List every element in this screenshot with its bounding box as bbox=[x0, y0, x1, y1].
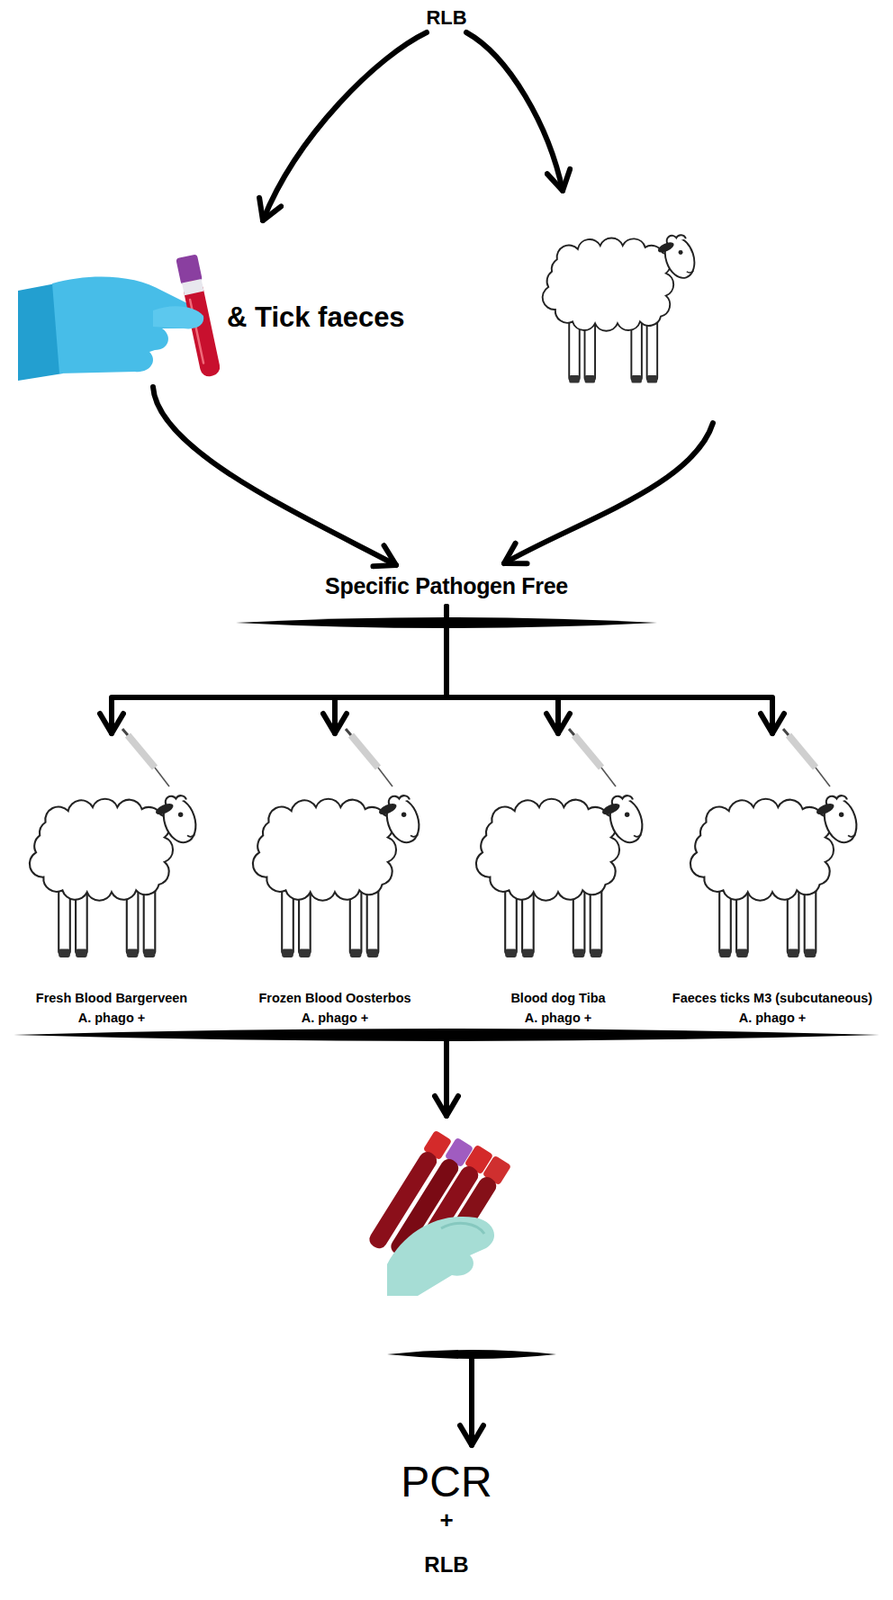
text-node: RLB bbox=[401, 3, 492, 33]
blood-tubes-hand bbox=[365, 1130, 512, 1297]
node-text: Frozen Blood Oosterbos bbox=[258, 988, 411, 1009]
blood-tube-hand bbox=[18, 253, 223, 381]
syringe bbox=[783, 729, 830, 787]
syringe bbox=[568, 729, 616, 787]
node-text: PCR bbox=[400, 1458, 492, 1507]
sheep-illustration bbox=[476, 793, 649, 957]
sheep-illustration bbox=[690, 793, 863, 957]
syringe-needle bbox=[601, 767, 616, 787]
syringe-plunger bbox=[345, 729, 352, 736]
connector bbox=[153, 387, 397, 566]
node-text: A. phago + bbox=[78, 1008, 146, 1029]
connector-line bbox=[111, 606, 447, 734]
syringe-barrel bbox=[574, 735, 602, 768]
sheep-node: Frozen Blood OosterbosA. phago + bbox=[226, 733, 443, 1029]
glove-fold bbox=[441, 1223, 485, 1235]
node-text: A. phago + bbox=[301, 1008, 370, 1029]
connector bbox=[446, 606, 559, 734]
syringe-plunger bbox=[783, 729, 789, 736]
sheep-node: Blood dog TibaA. phago + bbox=[450, 733, 667, 1029]
syringe bbox=[345, 729, 393, 787]
syringe-needle bbox=[154, 767, 170, 787]
syringe-barrel bbox=[127, 735, 155, 768]
sheep-node: Fresh Blood BargerveenA. phago + bbox=[3, 733, 220, 1029]
syringe-plunger bbox=[568, 729, 575, 736]
node-text: Specific Pathogen Free bbox=[324, 572, 569, 600]
node-text: Fresh Blood Bargerveen bbox=[36, 988, 188, 1009]
curved-arrow bbox=[466, 32, 563, 191]
syringe-barrel bbox=[788, 735, 816, 768]
sample-node: & Tick faeces bbox=[18, 220, 433, 388]
node-text: RLB bbox=[423, 1551, 469, 1579]
node-text: + bbox=[439, 1506, 453, 1534]
connector bbox=[334, 606, 447, 734]
connector-line bbox=[153, 387, 397, 566]
syringe-needle bbox=[815, 767, 830, 787]
curved-arrow bbox=[504, 423, 713, 564]
node-text: & Tick faeces bbox=[226, 301, 406, 334]
merge-bar bbox=[235, 617, 658, 629]
glove-thumb bbox=[153, 306, 204, 329]
connector bbox=[111, 606, 447, 734]
node-text: A. phago + bbox=[524, 1008, 593, 1029]
sheep-illustration bbox=[252, 793, 425, 957]
connector-line bbox=[262, 32, 427, 221]
sheep-illustration bbox=[29, 793, 202, 957]
node-text: Blood dog Tiba bbox=[510, 988, 605, 1009]
connector-line bbox=[446, 606, 773, 734]
connector-line bbox=[334, 606, 447, 734]
status-node: Specific Pathogen Free bbox=[257, 565, 636, 607]
result-node: PCR+ RLB bbox=[356, 1458, 537, 1594]
glove-hand bbox=[387, 1217, 495, 1297]
down-arrow bbox=[469, 1354, 475, 1446]
down-arrow bbox=[443, 1035, 450, 1117]
node-text: Faeces ticks M3 (subcutaneous) bbox=[672, 988, 873, 1009]
connector bbox=[446, 606, 773, 734]
connector bbox=[262, 32, 427, 221]
tube-glass bbox=[181, 279, 204, 296]
syringe-plunger bbox=[122, 729, 128, 736]
node-text: A. phago + bbox=[739, 1008, 807, 1029]
node-text: RLB bbox=[425, 6, 467, 30]
syringe-needle bbox=[378, 767, 393, 787]
sheep-node: Faeces ticks M3 (subcutaneous)A. phago + bbox=[664, 733, 881, 1029]
syringe-barrel bbox=[351, 735, 379, 768]
connector-line bbox=[446, 606, 559, 734]
syringe bbox=[122, 729, 170, 787]
sheep-illustration bbox=[542, 234, 700, 384]
